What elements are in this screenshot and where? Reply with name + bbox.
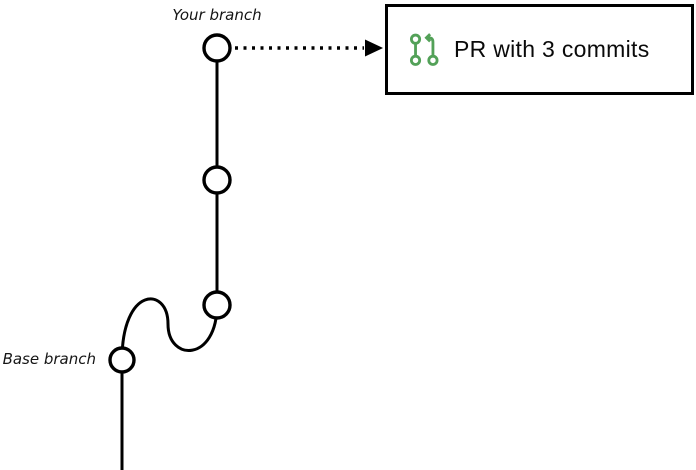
commit-node-top (202, 33, 232, 63)
pr-box: PR with 3 commits (385, 4, 694, 95)
commit-node-middle (202, 165, 232, 195)
arrow-head-icon (365, 39, 383, 57)
commit-node-bottom (202, 290, 232, 320)
your-branch-label: Your branch (172, 6, 262, 24)
base-branch-node (108, 346, 136, 374)
pr-box-label: PR with 3 commits (454, 36, 650, 62)
pull-request-icon (409, 32, 439, 66)
base-branch-line (120, 297, 219, 470)
base-branch-label: Base branch (2, 350, 96, 368)
